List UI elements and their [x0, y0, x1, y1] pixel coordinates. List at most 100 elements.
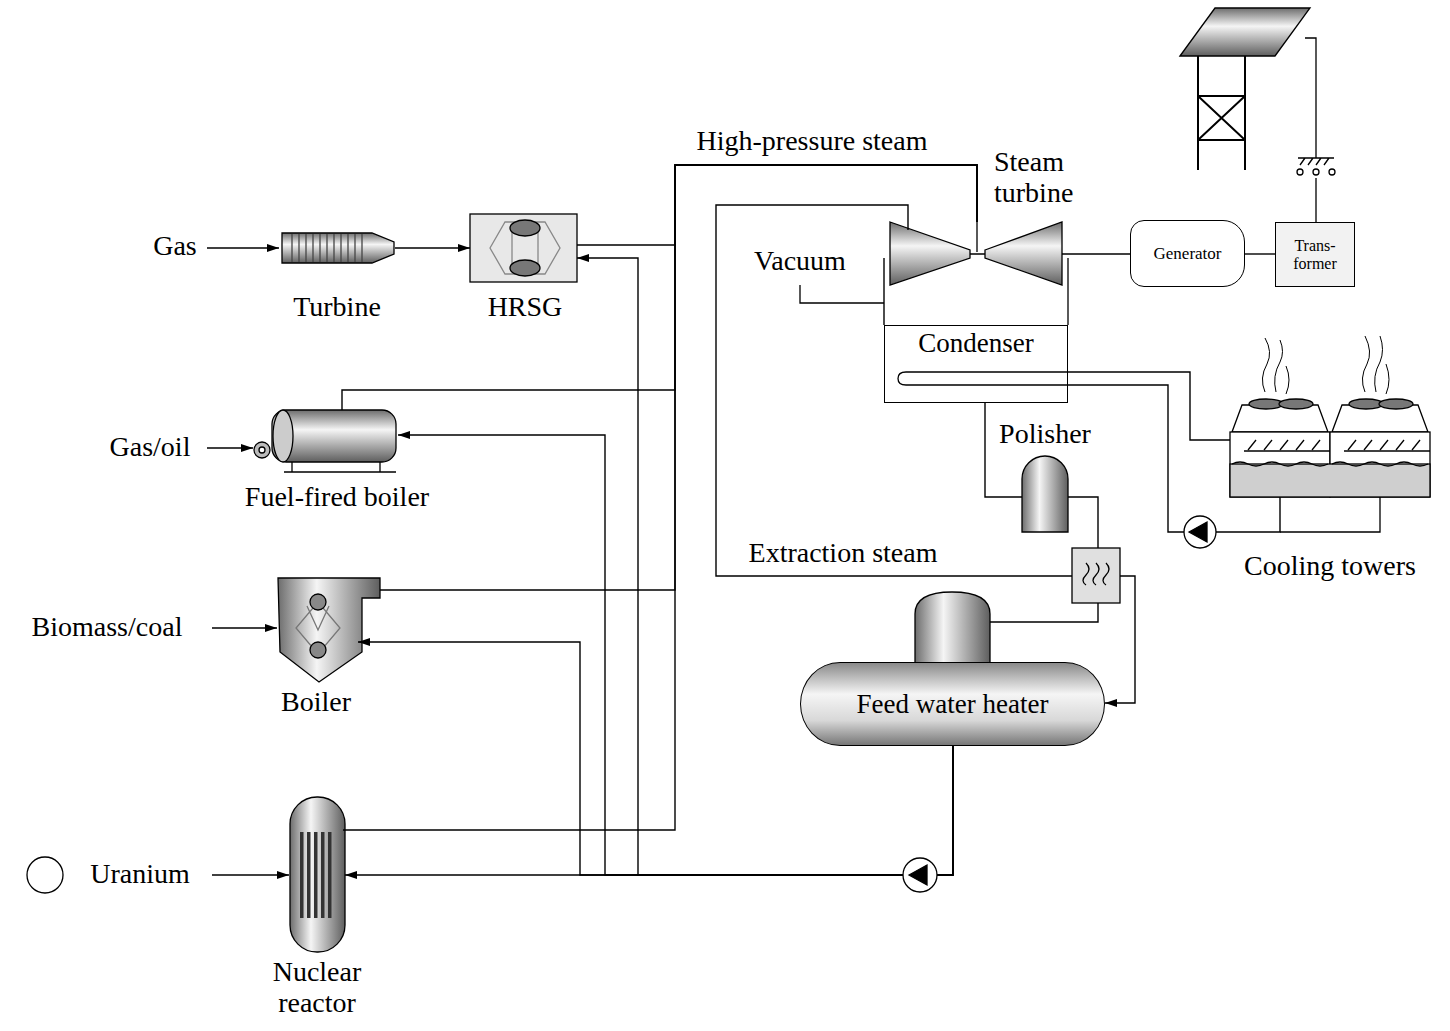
fill-hatch: [1396, 440, 1404, 450]
generator-box: Generator: [1130, 220, 1245, 287]
condenser-box: Condenser: [884, 325, 1068, 403]
turbine-rib: [305, 234, 306, 262]
tower-return-line: [1280, 497, 1380, 532]
transformer-box: Trans- former: [1275, 222, 1355, 287]
fill-hatch: [1412, 440, 1420, 450]
pipe-connector: [985, 403, 1022, 497]
node-label: Polisher: [990, 418, 1100, 449]
fill-hatch: [1348, 440, 1356, 450]
fuel-rod: [300, 832, 304, 918]
fuel-rod: [314, 832, 318, 918]
node-label: Steam turbine: [994, 146, 1104, 209]
fuel-rod: [321, 832, 325, 918]
gas-turbine: Turbine: [280, 228, 395, 268]
fuel-input-arrow: [207, 247, 279, 248]
turbine-shaft: [970, 222, 985, 254]
boiler: Boiler: [278, 578, 380, 682]
pump-arrow: [1189, 522, 1207, 542]
node-label: Boiler: [256, 686, 376, 717]
water-surface: [1232, 462, 1428, 466]
fill-hatch: [1248, 440, 1256, 450]
fuel-rod: [307, 832, 311, 918]
fuel-input-arrow: [212, 874, 289, 875]
steam-turbine: Steam turbine: [890, 222, 1062, 285]
fan-blade: [1349, 399, 1383, 409]
turbine-rib: [340, 234, 341, 262]
tower-fill: [1244, 440, 1430, 451]
pipe-connector: [716, 205, 1135, 703]
steam-plume: [1262, 336, 1389, 394]
pipe-connector: [380, 165, 977, 590]
condenser-tube: [898, 372, 1068, 385]
node-label: Feed water heater: [857, 689, 1049, 719]
fuel-input-arrow: [212, 627, 277, 628]
condenser-housing: [1067, 258, 1068, 325]
boiler-stand: [284, 462, 396, 472]
pump-arrow: [909, 865, 927, 885]
hrsg: HRSG: [470, 214, 577, 282]
fan-blade: [1379, 399, 1413, 409]
fill-hatch: [1296, 440, 1304, 450]
stream-label: Vacuum: [740, 245, 860, 276]
node-label: Generator: [1154, 244, 1222, 263]
vacuum-line: [800, 285, 884, 303]
node-label: Turbine: [257, 291, 417, 322]
fan-blade: [1279, 399, 1313, 409]
fuel-label: Gas/oil: [95, 431, 205, 462]
hrsg-housing: [470, 214, 577, 282]
feed-water-heater: Feed water heater: [800, 662, 1105, 746]
fill-hatch: [1264, 440, 1272, 450]
polisher-vessel: [1022, 456, 1068, 532]
pipe-connector: [342, 165, 977, 410]
fuel-label: Uranium: [70, 858, 210, 889]
turbine-rib: [312, 234, 313, 262]
pipe-connector: [1068, 372, 1230, 440]
pipe-connector: [1245, 253, 1275, 254]
heat-exchanger: [1072, 548, 1120, 603]
turbine-rib: [291, 234, 292, 262]
polisher: Polisher: [1020, 455, 1068, 532]
node-label: Nuclear reactor: [252, 956, 382, 1019]
fuel-input-arrow: [207, 447, 253, 448]
transmission-tower: [1198, 56, 1245, 170]
turbine-rib: [319, 234, 320, 262]
fuel-rods: [300, 832, 332, 918]
boiler-drum: [310, 642, 326, 658]
stream-label: High-pressure steam: [662, 125, 962, 156]
fuel-label: Biomass/coal: [12, 611, 202, 642]
fuel-fired-boiler: Fuel-fired boiler: [270, 410, 398, 462]
pipe-connector: [398, 435, 953, 875]
cooling-pump: [1184, 516, 1216, 548]
pipe-connector: [1068, 385, 1280, 532]
turbine-rib: [361, 234, 362, 262]
fuel-boiler-shell: [272, 410, 396, 462]
line-crossarm: [1180, 8, 1310, 56]
node-label: Trans- former: [1280, 237, 1350, 273]
cooling-towers: Cooling towers: [1228, 385, 1430, 497]
turbine-lp-stage: [985, 222, 1062, 285]
insulator: [1313, 169, 1319, 175]
turbine-rib: [347, 234, 348, 262]
pipe-connector: [883, 258, 884, 325]
reactor-vessel: [290, 797, 345, 952]
boiler-drum: [310, 594, 326, 610]
fill-hatch: [1244, 450, 1330, 451]
nuclear-reactor: Nuclear reactor: [290, 797, 345, 952]
pipe-connector: [345, 746, 953, 875]
tower-basin: [1230, 464, 1430, 497]
pipe-connector: [1062, 253, 1130, 254]
fill-hatch: [1280, 440, 1288, 450]
turbine-rib: [333, 234, 334, 262]
turbine-rib: [298, 234, 299, 262]
node-label: Cooling towers: [1225, 550, 1435, 581]
insulator: [1297, 169, 1303, 175]
insulator: [1329, 169, 1335, 175]
power-line: [1298, 38, 1334, 222]
node-label: Condenser: [918, 328, 1033, 358]
fuel-rod: [328, 832, 332, 918]
fuel-boiler-end: [273, 410, 293, 462]
fill-hatch: [1380, 440, 1388, 450]
turbine-rib: [326, 234, 327, 262]
node-label: HRSG: [465, 291, 585, 322]
uranium-pellet: [27, 857, 63, 893]
